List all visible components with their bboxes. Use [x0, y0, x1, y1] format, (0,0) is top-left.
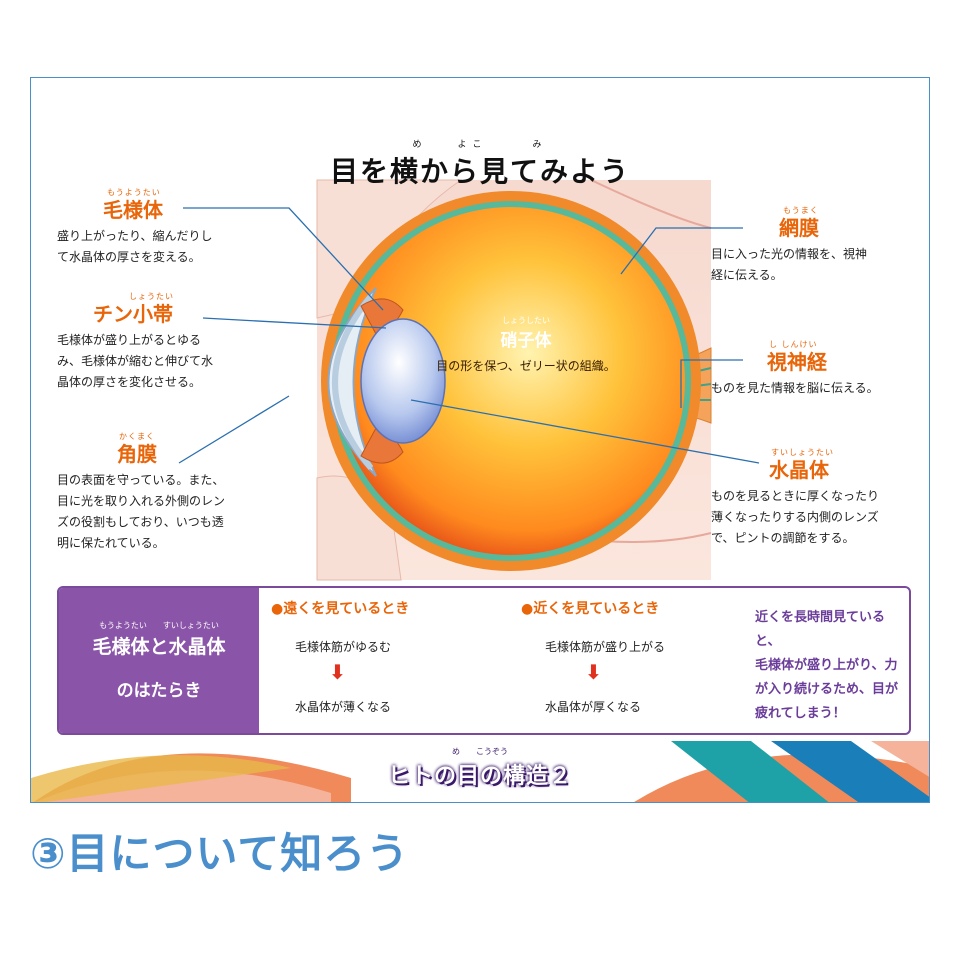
optic-nerve-ruby: し しんけい	[769, 340, 818, 349]
leader-zonule	[202, 317, 387, 329]
eye-cross-section-illustration	[31, 179, 929, 802]
vitreous-ruby: しょうしたい	[502, 316, 550, 325]
optic-nerve-desc: ものを見た情報を脳に伝える。	[711, 381, 879, 395]
cornea-desc: 目の表面を守っている。また、 目に光を取り入れる外側のレン ズの役割もしており、…	[57, 473, 226, 550]
poster: め よこ み 目を横から見てみよう もうようたい 毛様体 盛り上がったり、縮んだ…	[30, 77, 930, 803]
label-zonule: しょうたい チン小帯 毛様体が盛り上がるとゆる み、毛様体が縮むと伸びて水 晶体…	[57, 292, 297, 393]
near-down-arrow: ⬇	[585, 660, 602, 684]
title-text: 目を横から見てみよう	[329, 155, 630, 188]
vitreous-body	[337, 207, 685, 555]
function-box: もうようたい すいしょうたい 毛様体と水晶体 のはたらき ●遠くを見ているとき …	[57, 586, 911, 735]
leader-optic	[680, 359, 743, 408]
crystalline-lens	[360, 318, 446, 444]
retina-ruby: もうまく	[783, 206, 819, 215]
near-case-line1: 毛様体筋が盛り上がる	[545, 640, 666, 654]
label-retina: もうまく 網膜 目に入った光の情報を、視神 経に伝える。	[711, 206, 911, 286]
fatigue-note: 近くを長時間見ていると、 毛様体が盛り上がり、力 が入り続けるため、目が 疲れて…	[755, 610, 899, 721]
leader-ciliary	[183, 207, 384, 311]
function-box-header: もうようたい すいしょうたい 毛様体と水晶体 のはたらき	[59, 588, 259, 733]
banner-ruby: め こうぞう	[452, 747, 508, 756]
cornea-shape	[327, 287, 377, 477]
label-vitreous: しょうしたい 硝子体 目の形を保つ、ゼリー状の組織。	[421, 316, 631, 374]
vitreous-name: 硝子体	[500, 331, 552, 351]
leader-lens	[410, 399, 760, 464]
cornea-ruby: かくまく	[119, 432, 155, 441]
banner-title: ヒトの目の構造２	[387, 764, 572, 789]
far-down-arrow: ⬇	[329, 660, 346, 684]
zonule-name: チン小帯	[93, 302, 173, 326]
zonule-ruby: しょうたい	[129, 292, 174, 301]
zonule-desc: 毛様体が盛り上がるとゆる み、毛様体が縮むと伸びて水 晶体の厚さを変化させる。	[57, 333, 214, 389]
ciliary-body-desc: 盛り上がったり、縮んだりし て水晶体の厚さを変える。	[57, 229, 213, 264]
near-case-line2: 水晶体が厚くなる	[545, 700, 642, 714]
lens-ruby: すいしょうたい	[771, 448, 834, 457]
label-ciliary-body: もうようたい 毛様体 盛り上がったり、縮んだりし て水晶体の厚さを変える。	[57, 188, 297, 268]
page-title: め よこ み 目を横から見てみよう	[31, 140, 929, 190]
label-cornea: かくまく 角膜 目の表面を守っている。また、 目に光を取り入れる外側のレン ズの…	[57, 432, 307, 554]
leader-retina	[620, 227, 743, 275]
title-ruby: め よこ み	[412, 140, 548, 150]
ciliary-body-ruby: もうようたい	[107, 188, 161, 197]
near-case-title: ●近くを見ているとき	[521, 601, 660, 617]
far-case-title: ●遠くを見ているとき	[271, 601, 410, 617]
lens-desc: ものを見るときに厚くなったり 薄くなったりする内側のレンズ で、ピントの調節をす…	[711, 489, 880, 545]
retina-desc: 目に入った光の情報を、視神 経に伝える。	[711, 247, 868, 282]
label-lens: すいしょうたい 水晶体 ものを見るときに厚くなったり 薄くなったりする内側のレン…	[711, 448, 921, 549]
label-optic-nerve: し しんけい 視神経 ものを見た情報を脳に伝える。	[711, 340, 911, 399]
retina-name: 網膜	[779, 216, 819, 240]
ciliary-body-name: 毛様体	[103, 198, 163, 222]
far-case-line1: 毛様体筋がゆるむ	[295, 640, 392, 654]
cornea-name: 角膜	[117, 442, 157, 466]
optic-nerve-name: 視神経	[767, 350, 827, 374]
function-box-subtitle: のはたらき	[116, 681, 202, 701]
function-box-ruby: もうようたい すいしょうたい	[99, 621, 219, 630]
section-caption: ③目について知ろう	[30, 829, 410, 878]
vitreous-desc: 目の形を保つ、ゼリー状の組織。	[436, 359, 616, 373]
banner-stripes	[31, 741, 929, 802]
lens-name: 水晶体	[769, 458, 829, 482]
far-case-line2: 水晶体が薄くなる	[295, 700, 392, 714]
leader-cornea	[178, 395, 290, 464]
function-box-title: 毛様体と水晶体	[92, 636, 226, 658]
